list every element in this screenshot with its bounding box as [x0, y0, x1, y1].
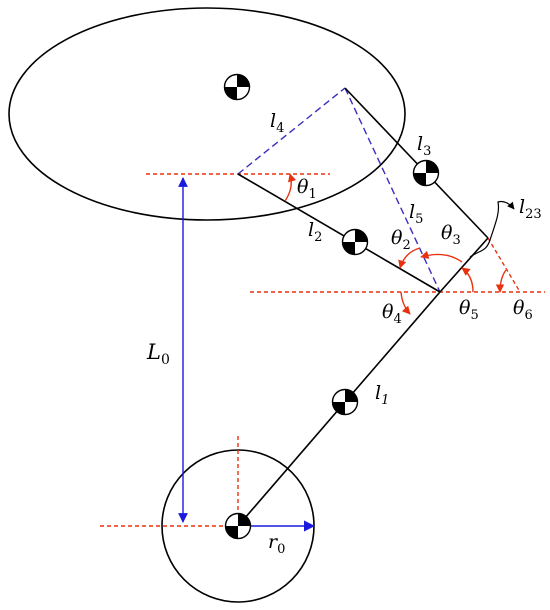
label-l1: l1	[375, 382, 389, 408]
angle-theta1-arc	[284, 173, 297, 202]
link-l4-virtual	[237, 87, 346, 175]
com-l2	[341, 228, 369, 256]
center-of-mass-icon	[341, 228, 369, 256]
angle-theta6-arc	[495, 269, 507, 293]
label-l3: l3	[417, 133, 431, 159]
link-l23	[439, 237, 489, 293]
label-r0: r0	[268, 531, 285, 557]
upper-body-ellipse	[8, 7, 406, 221]
link-l5-virtual	[344, 87, 441, 293]
label-l5: l5	[409, 201, 423, 227]
com-upper-body	[223, 73, 251, 101]
com-l1	[331, 388, 359, 416]
label-theta1: θ1	[297, 176, 317, 202]
label-l23: l23	[519, 196, 542, 222]
angle-theta5-arc	[461, 267, 474, 293]
angle-theta2-arc	[398, 247, 421, 269]
center-of-mass-icon	[223, 73, 251, 101]
label-theta5: θ5	[459, 297, 479, 323]
angle-theta3-arc	[420, 250, 463, 263]
center-of-mass-icon	[412, 159, 440, 187]
com-l3	[412, 159, 440, 187]
link-l2	[237, 173, 441, 293]
com-base-wheel	[224, 512, 252, 540]
label-theta3: θ3	[441, 222, 461, 248]
l23-leader-arrow	[469, 200, 515, 258]
label-theta6: θ6	[513, 297, 533, 323]
center-of-mass-icon	[224, 512, 252, 540]
center-of-mass-icon	[331, 388, 359, 416]
link-l3	[344, 87, 489, 239]
label-L0: L0	[146, 340, 170, 368]
angle-theta4-arc	[400, 291, 411, 315]
label-l4: l4	[270, 110, 284, 136]
label-l2: l2	[308, 219, 322, 245]
label-theta4: θ4	[382, 301, 402, 327]
ref-line-l23-extension	[487, 237, 521, 293]
label-theta2: θ2	[391, 227, 411, 253]
